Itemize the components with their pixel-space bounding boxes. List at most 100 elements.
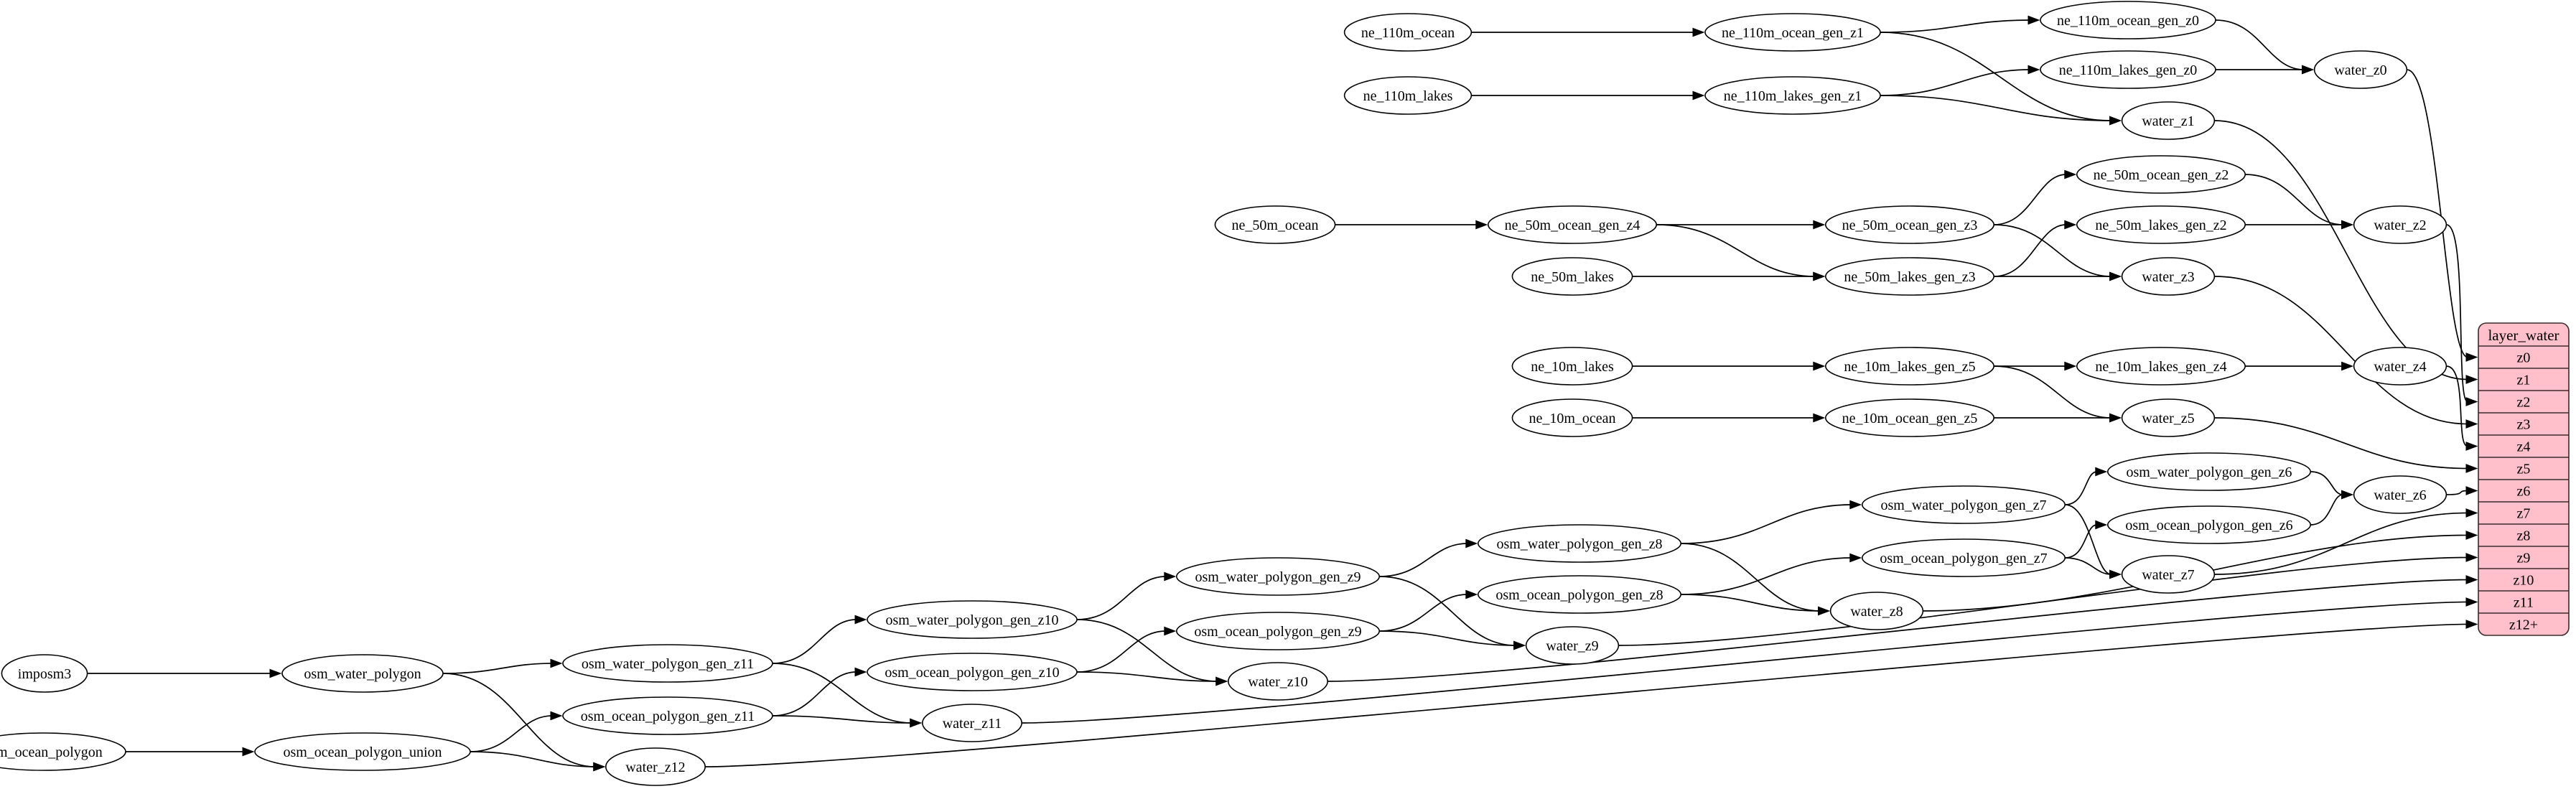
node-water_z5[interactable]: water_z5: [2121, 398, 2216, 437]
node-ne_50m_ocean_gen_z3[interactable]: ne_50m_ocean_gen_z3: [1825, 205, 1995, 244]
node-ne_50m_lakes[interactable]: ne_50m_lakes: [1511, 257, 1633, 296]
record-row-z5[interactable]: [2478, 457, 2569, 480]
edge-arrowhead: [854, 615, 867, 625]
edge-arrowhead: [2465, 597, 2478, 607]
node-osm_water_polygon_gen_z11[interactable]: osm_water_polygon_gen_z11: [562, 644, 773, 683]
node-osm_ocean_polygon_gen_z11[interactable]: osm_ocean_polygon_gen_z11: [562, 696, 773, 735]
node-water_z3[interactable]: water_z3: [2121, 257, 2216, 296]
node-ne_110m_ocean_gen_z1[interactable]: ne_110m_ocean_gen_z1: [1704, 13, 1881, 52]
edge-arrowhead: [550, 658, 563, 668]
record-row-z1[interactable]: [2478, 368, 2569, 391]
edge-arrowhead: [2109, 569, 2122, 579]
edge-osm_ocean_polygon_gen_z8-to-osm_ocean_polygon_gen_z7: [1681, 553, 1862, 595]
edge-water_z2-to-layer_water-z2: [2446, 224, 2478, 406]
edge-arrowhead: [1465, 589, 1478, 599]
node-ne_10m_ocean_gen_z5[interactable]: ne_10m_ocean_gen_z5: [1825, 398, 1995, 437]
node-water_z9[interactable]: water_z9: [1525, 626, 1620, 665]
node-ne_10m_lakes_gen_z4[interactable]: ne_10m_lakes_gen_z4: [2076, 347, 2246, 386]
node-osm_ocean_polygon_gen_z8[interactable]: osm_ocean_polygon_gen_z8: [1478, 575, 1682, 614]
node-water_z7[interactable]: water_z7: [2121, 555, 2216, 594]
edge-osm_ocean_polygon-to-osm_ocean_polygon_union: [126, 747, 255, 757]
node-water_z6[interactable]: water_z6: [2353, 475, 2447, 514]
node-shape: [1511, 257, 1633, 296]
node-osm_ocean_polygon_gen_z9[interactable]: osm_ocean_polygon_gen_z9: [1176, 612, 1381, 650]
node-water_z11[interactable]: water_z11: [922, 704, 1023, 742]
node-osm_ocean_polygon_gen_z6[interactable]: osm_ocean_polygon_gen_z6: [2107, 505, 2312, 544]
record-row-z3[interactable]: [2478, 413, 2569, 435]
node-osm_water_polygon_gen_z8[interactable]: osm_water_polygon_gen_z8: [1478, 524, 1682, 563]
node-ne_50m_ocean_gen_z2[interactable]: ne_50m_ocean_gen_z2: [2076, 155, 2246, 194]
node-water_z12[interactable]: water_z12: [605, 747, 706, 786]
node-water_z8[interactable]: water_z8: [1829, 592, 1924, 630]
node-osm_ocean_polygon_union[interactable]: osm_ocean_polygon_union: [254, 732, 471, 771]
edge-ne_50m_ocean_gen_z3-to-ne_50m_ocean_gen_z2: [1994, 169, 2077, 225]
record-row-z12+[interactable]: [2478, 613, 2569, 635]
node-osm_ocean_polygon_gen_z7[interactable]: osm_ocean_polygon_gen_z7: [1862, 538, 2066, 577]
node-ne_50m_lakes_gen_z2[interactable]: ne_50m_lakes_gen_z2: [2076, 205, 2246, 244]
edge-line: [2215, 19, 2304, 70]
node-shape: [2040, 1, 2216, 39]
node-shape: [2107, 505, 2312, 544]
node-water_z10[interactable]: water_z10: [1228, 662, 1329, 701]
node-osm_water_polygon_gen_z7[interactable]: osm_water_polygon_gen_z7: [1862, 485, 2066, 524]
edge-line: [772, 663, 912, 724]
node-osm_water_polygon_gen_z10[interactable]: osm_water_polygon_gen_z10: [867, 600, 1078, 639]
node-osm_ocean_polygon[interactable]: osm_ocean_polygon: [0, 732, 126, 771]
node-ne_110m_ocean[interactable]: ne_110m_ocean: [1343, 13, 1473, 52]
edge-osm_water_polygon_gen_z8-to-water_z8: [1681, 543, 1831, 616]
record-row-z6[interactable]: [2478, 480, 2569, 502]
edge-ne_110m_lakes_gen_z1-to-water_z1: [1880, 95, 2122, 126]
edge-arrowhead: [593, 762, 606, 772]
edge-line: [1327, 579, 2468, 682]
edge-arrowhead: [242, 747, 255, 757]
node-imposm3[interactable]: imposm3: [1, 654, 88, 693]
node-water_z1[interactable]: water_z1: [2121, 101, 2216, 140]
edge-line: [1379, 594, 1467, 632]
record-row-z7[interactable]: [2478, 502, 2569, 524]
edge-arrowhead: [2109, 413, 2122, 423]
edge-osm_ocean_polygon_gen_z11-to-water_z11: [772, 715, 923, 728]
node-ne_50m_ocean[interactable]: ne_50m_ocean: [1214, 205, 1336, 244]
node-ne_110m_lakes[interactable]: ne_110m_lakes: [1343, 76, 1473, 115]
node-shape: [867, 600, 1078, 639]
edge-arrowhead: [1215, 676, 1228, 686]
edge-line: [1379, 630, 1516, 646]
edge-line: [2446, 365, 2468, 447]
edge-arrowhead: [854, 667, 867, 677]
edge-arrowhead: [2465, 442, 2478, 451]
node-ne_110m_ocean_gen_z0[interactable]: ne_110m_ocean_gen_z0: [2040, 1, 2216, 39]
edge-osm_ocean_polygon_gen_z10-to-water_z10: [1076, 671, 1228, 686]
node-ne_10m_lakes[interactable]: ne_10m_lakes: [1511, 347, 1633, 386]
node-osm_water_polygon_gen_z6[interactable]: osm_water_polygon_gen_z6: [2107, 452, 2312, 491]
node-ne_110m_lakes_gen_z1[interactable]: ne_110m_lakes_gen_z1: [1704, 76, 1881, 115]
node-shape: [1488, 205, 1658, 244]
record-row-z11[interactable]: [2478, 591, 2569, 613]
node-ne_50m_lakes_gen_z3[interactable]: ne_50m_lakes_gen_z3: [1825, 257, 1995, 296]
node-ne_10m_ocean[interactable]: ne_10m_ocean: [1511, 398, 1633, 437]
edge-osm_ocean_polygon_gen_z9-to-osm_ocean_polygon_gen_z8: [1379, 589, 1478, 632]
record-row-z0[interactable]: [2478, 346, 2569, 368]
node-ne_10m_lakes_gen_z5[interactable]: ne_10m_lakes_gen_z5: [1825, 347, 1995, 386]
edge-line: [2214, 276, 2468, 425]
node-water_z0[interactable]: water_z0: [2313, 50, 2408, 89]
node-shape: [2076, 347, 2246, 386]
node-ne_50m_ocean_gen_z4[interactable]: ne_50m_ocean_gen_z4: [1488, 205, 1658, 244]
edge-osm_water_polygon_gen_z9-to-osm_water_polygon_gen_z8: [1379, 538, 1478, 577]
node-shape: [281, 654, 444, 693]
node-osm_water_polygon[interactable]: osm_water_polygon: [281, 654, 444, 693]
node-osm_water_polygon_gen_z9[interactable]: osm_water_polygon_gen_z9: [1176, 557, 1381, 596]
node-water_z2[interactable]: water_z2: [2353, 205, 2447, 244]
record-row-z9[interactable]: [2478, 546, 2569, 569]
edge-arrowhead: [2465, 419, 2478, 429]
edge-ne_10m_lakes_gen_z5-to-ne_10m_lakes_gen_z4: [1994, 361, 2077, 371]
record-row-z10[interactable]: [2478, 569, 2569, 591]
edge-arrowhead: [550, 711, 563, 721]
record-row-z2[interactable]: [2478, 391, 2569, 413]
node-osm_ocean_polygon_gen_z10[interactable]: osm_ocean_polygon_gen_z10: [867, 653, 1078, 691]
node-water_z4[interactable]: water_z4: [2353, 347, 2447, 386]
edge-arrowhead: [2465, 508, 2478, 518]
record-row-z8[interactable]: [2478, 524, 2569, 546]
node-ne_110m_lakes_gen_z0[interactable]: ne_110m_lakes_gen_z0: [2040, 50, 2216, 89]
layer-water-record-node[interactable]: layer_waterz0z1z2z3z4z5z6z7z8z9z10z11z12…: [2478, 322, 2570, 636]
record-row-z4[interactable]: [2478, 435, 2569, 457]
